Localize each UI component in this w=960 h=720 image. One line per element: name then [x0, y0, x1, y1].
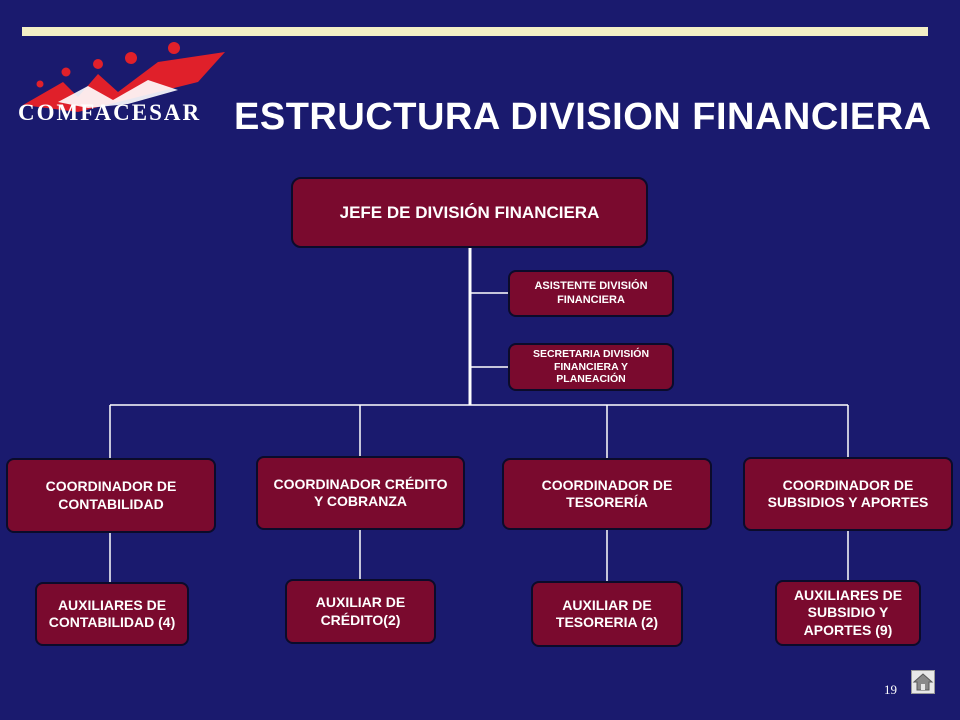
- org-box-coord-subsidios: COORDINADOR DE SUBSIDIOS Y APORTES: [743, 457, 953, 531]
- comfacesar-logo-icon: [23, 42, 225, 112]
- org-box-secretaria: SECRETARIA DIVISIÓN FINANCIERA Y PLANEAC…: [508, 343, 674, 391]
- org-box-label: SECRETARIA DIVISIÓN FINANCIERA Y PLANEAC…: [532, 348, 650, 386]
- org-box-label: AUXILIARES DE SUBSIDIO Y APORTES (9): [793, 586, 903, 638]
- org-box-asistente: ASISTENTE DIVISIÓN FINANCIERA: [508, 270, 674, 317]
- org-box-label: AUXILIAR DE TESORERIA (2): [555, 596, 659, 631]
- org-box-label: AUXILIARES DE CONTABILIDAD (4): [48, 596, 176, 631]
- org-box-coord-contabilidad: COORDINADOR DE CONTABILIDAD: [6, 458, 216, 533]
- org-box-label: AUXILIAR DE CRÉDITO(2): [315, 594, 406, 628]
- org-box-label: ASISTENTE DIVISIÓN FINANCIERA: [534, 279, 648, 306]
- page-title: ESTRUCTURA DIVISION FINANCIERA: [234, 96, 932, 138]
- home-button[interactable]: [911, 670, 935, 694]
- top-decorative-bar: [22, 27, 928, 36]
- org-box-label: JEFE DE DIVISIÓN FINANCIERA: [339, 202, 600, 222]
- org-box-aux-credito: AUXILIAR DE CRÉDITO(2): [285, 579, 436, 644]
- org-box-coord-credito: COORDINADOR CRÉDITO Y COBRANZA: [256, 456, 465, 530]
- org-box-label: COORDINADOR CRÉDITO Y COBRANZA: [273, 475, 448, 510]
- org-box-jefe: JEFE DE DIVISIÓN FINANCIERA: [291, 177, 648, 248]
- org-box-coord-tesoreria: COORDINADOR DE TESORERÍA: [502, 458, 712, 530]
- page-number: 19: [884, 682, 897, 697]
- org-box-aux-subsidio: AUXILIARES DE SUBSIDIO Y APORTES (9): [775, 580, 921, 646]
- org-box-label: COORDINADOR DE SUBSIDIOS Y APORTES: [767, 476, 929, 511]
- org-box-label: COORDINADOR DE CONTABILIDAD: [45, 478, 177, 512]
- org-box-aux-contabilidad: AUXILIARES DE CONTABILIDAD (4): [35, 582, 189, 646]
- org-box-aux-tesoreria: AUXILIAR DE TESORERIA (2): [531, 581, 683, 647]
- home-icon: [912, 673, 934, 691]
- org-box-label: COORDINADOR DE TESORERÍA: [541, 476, 673, 511]
- logo-text: COMFACESAR: [18, 100, 202, 125]
